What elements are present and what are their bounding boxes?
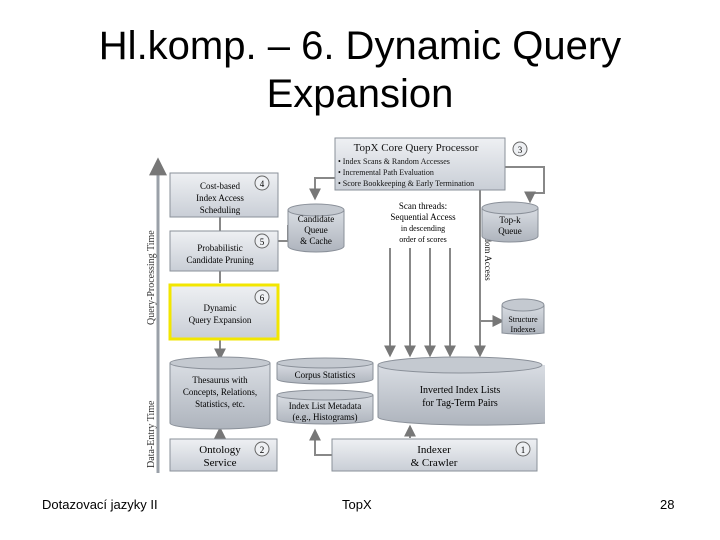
- thesaurus-line-2: Concepts, Relations,: [183, 387, 257, 397]
- probabilistic-line-2: Candidate Pruning: [186, 255, 254, 265]
- probabilistic-pruning-box: 5 Probabilistic Candidate Pruning: [169, 230, 279, 272]
- indexer-crawler-box: 1 Indexer & Crawler: [331, 438, 538, 472]
- core-query-processor: TopX Core Query Processor 3 • Index Scan…: [334, 137, 528, 191]
- slide-title: Hl.komp. – 6. Dynamic Query Expansion: [0, 22, 720, 118]
- scan-threads-line-4: order of scores: [399, 235, 447, 244]
- cost-based-line-3: Scheduling: [200, 205, 241, 215]
- scan-threads-line-2: Sequential Access: [390, 212, 456, 222]
- inverted-line-2: for Tag-Term Pairs: [422, 398, 498, 409]
- dynamic-number: 6: [260, 293, 265, 303]
- dynamic-query-expansion-box: 6 Dynamic Query Expansion: [168, 283, 280, 341]
- probabilistic-line-1: Probabilistic: [197, 243, 243, 253]
- slide-title-line-1: Hl.komp. – 6. Dynamic Query: [98, 24, 622, 68]
- core-item-2: • Incremental Path Evaluation: [338, 168, 434, 177]
- topk-line-1: Top-k: [499, 215, 521, 225]
- core-item-3: • Score Bookkeeping & Early Termination: [338, 179, 474, 188]
- scan-threads-line-3: in descending: [401, 224, 445, 233]
- ontology-line-2: Service: [204, 457, 237, 469]
- dynamic-line-2: Query Expansion: [189, 315, 252, 325]
- footer-page-number: 28: [660, 497, 675, 512]
- random-access-label: Random Access: [483, 223, 493, 281]
- probabilistic-number: 5: [260, 237, 265, 247]
- core-title: TopX Core Query Processor: [354, 142, 479, 154]
- axis-label-data-entry: Data-Entry Time: [146, 400, 157, 468]
- connectors: [214, 166, 545, 461]
- structure-indexes-cylinder: Structure Indexes: [501, 298, 545, 335]
- footer-course-name: Dotazovací jazyky II: [42, 497, 158, 512]
- corpus-statistics-text: Corpus Statistics: [295, 370, 356, 380]
- indexer-line-1: Indexer: [417, 444, 451, 456]
- topk-queue-cylinder: Top-k Queue: [481, 201, 539, 243]
- cost-based-number: 4: [260, 179, 265, 189]
- structure-line-2: Indexes: [511, 325, 536, 334]
- scan-threads-label: Scan threads: Sequential Access in desce…: [390, 201, 456, 244]
- core-item-1: • Index Scans & Random Accesses: [338, 157, 450, 166]
- time-axis: Query-Processing Time Data-Entry Time: [146, 157, 167, 473]
- scan-threads-line-1: Scan threads:: [399, 201, 447, 211]
- dynamic-line-1: Dynamic: [204, 303, 237, 313]
- ontology-line-1: Ontology: [199, 444, 241, 456]
- metadata-line-2: (e.g., Histograms): [293, 412, 358, 422]
- candidate-line-3: & Cache: [300, 236, 332, 246]
- thesaurus-line-3: Statistics, etc.: [195, 399, 245, 409]
- inverted-index-cylinder: Inverted Index Lists for Tag-Term Pairs: [377, 356, 545, 426]
- topx-architecture-diagram: Query-Processing Time Data-Entry Time To…: [146, 137, 545, 473]
- thesaurus-cylinder: Thesaurus with Concepts, Relations, Stat…: [169, 356, 271, 430]
- core-number: 3: [518, 145, 523, 155]
- candidate-line-1: Candidate: [298, 214, 335, 224]
- corpus-statistics-cylinder: Corpus Statistics: [276, 357, 374, 385]
- thesaurus-line-1: Thesaurus with: [192, 375, 248, 385]
- indexer-line-2: & Crawler: [411, 457, 458, 469]
- inverted-line-1: Inverted Index Lists: [420, 385, 501, 396]
- candidate-queue-cylinder: Candidate Queue & Cache: [287, 203, 345, 253]
- ontology-service-box: 2 Ontology Service: [169, 438, 278, 472]
- indexer-number: 1: [521, 445, 526, 455]
- cost-based-line-2: Index Access: [196, 193, 244, 203]
- cost-based-scheduling-box: 4 Cost-based Index Access Scheduling: [169, 172, 279, 218]
- axis-label-query-processing: Query-Processing Time: [146, 230, 157, 325]
- cost-based-line-1: Cost-based: [200, 181, 240, 191]
- index-list-metadata-cylinder: Index List Metadata (e.g., Histograms): [276, 389, 374, 425]
- candidate-line-2: Queue: [304, 225, 328, 235]
- topk-line-2: Queue: [498, 226, 522, 236]
- metadata-line-1: Index List Metadata: [289, 401, 361, 411]
- ontology-number: 2: [260, 445, 265, 455]
- slide-title-line-2: Expansion: [266, 72, 454, 116]
- structure-line-1: Structure: [508, 315, 538, 324]
- footer-topic: TopX: [342, 497, 372, 512]
